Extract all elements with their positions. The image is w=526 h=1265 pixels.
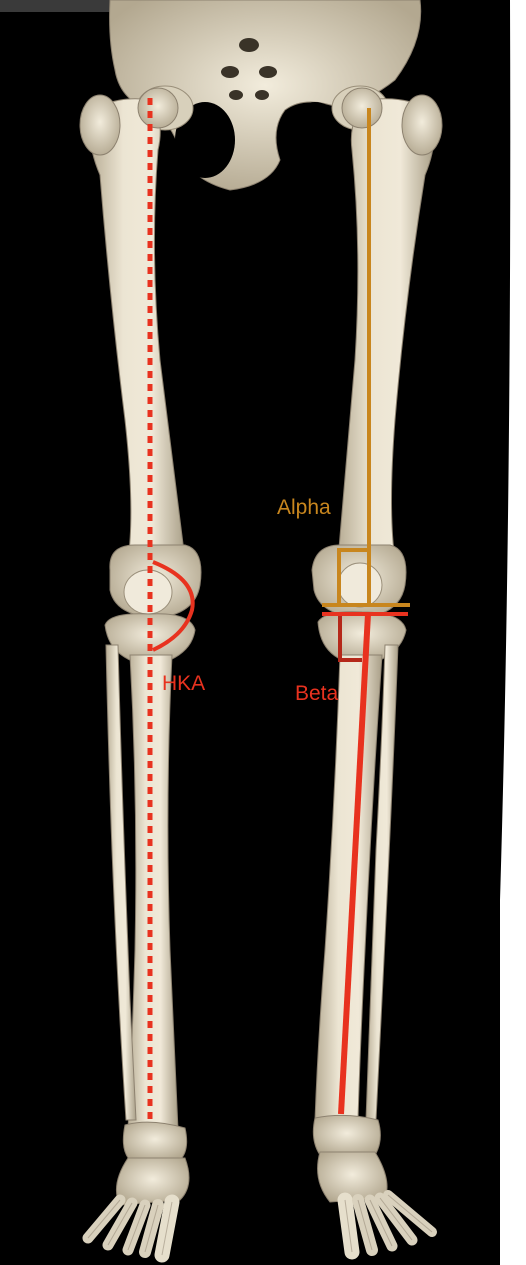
hka-label: HKA (162, 672, 205, 695)
beta-label: Beta (295, 682, 339, 705)
alpha-label: Alpha (277, 496, 331, 519)
